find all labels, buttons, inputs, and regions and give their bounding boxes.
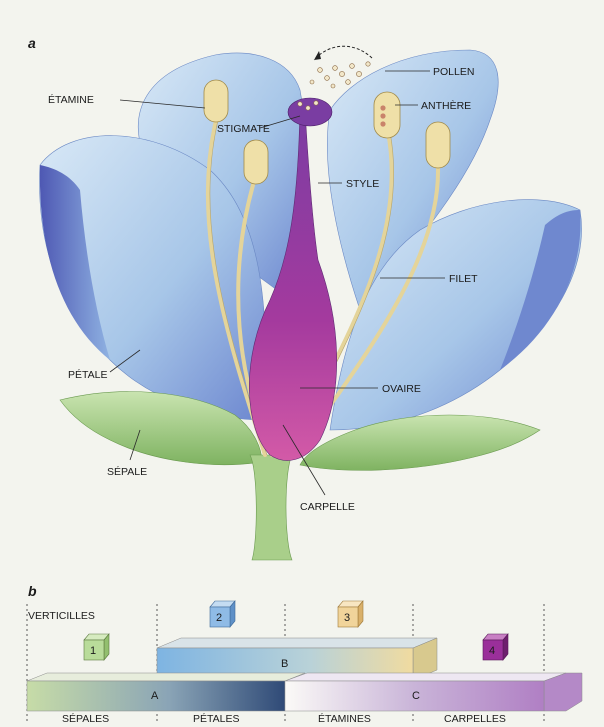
label-etamine: ÉTAMINE [48,93,94,106]
stigma [288,98,332,126]
label-ovaire: OVAIRE [382,383,421,395]
stem [250,455,292,560]
bar-a [27,673,305,711]
bar-c-letter: C [412,690,420,702]
cube-4-label: 4 [489,645,495,657]
bar-c [285,673,582,711]
anther-pollen-sacs [380,105,385,126]
label-pollen: POLLEN [433,66,474,78]
whorl-petales: PÉTALES [193,712,240,725]
label-style: STYLE [346,178,379,190]
panel-a-letter: a [28,35,36,51]
pollen-arrow [314,46,372,60]
cube-2 [210,601,235,627]
whorl-sepales: SÉPALES [62,712,109,725]
pollen-arrow-head [314,51,321,60]
label-stigmate: STIGMATE [217,123,270,135]
label-filet: FILET [449,273,478,285]
panel-b-letter: b [28,583,37,599]
cube-3 [338,601,363,627]
whorl-etamines: ÉTAMINES [318,712,371,725]
cube-1-label: 1 [90,645,96,657]
label-sepale: SÉPALE [107,465,147,478]
whorl-carpelles: CARPELLES [444,713,506,725]
label-anthere: ANTHÈRE [421,99,471,112]
label-carpelle: CARPELLE [300,501,355,513]
verticilles-title: VERTICILLES [28,610,95,622]
cube-2-label: 2 [216,612,222,624]
bar-b-letter: B [281,658,288,670]
cube-1 [84,634,109,660]
cube-3-label: 3 [344,612,350,624]
cube-4 [483,634,508,660]
label-petale: PÉTALE [68,368,108,381]
bar-a-letter: A [151,690,159,702]
